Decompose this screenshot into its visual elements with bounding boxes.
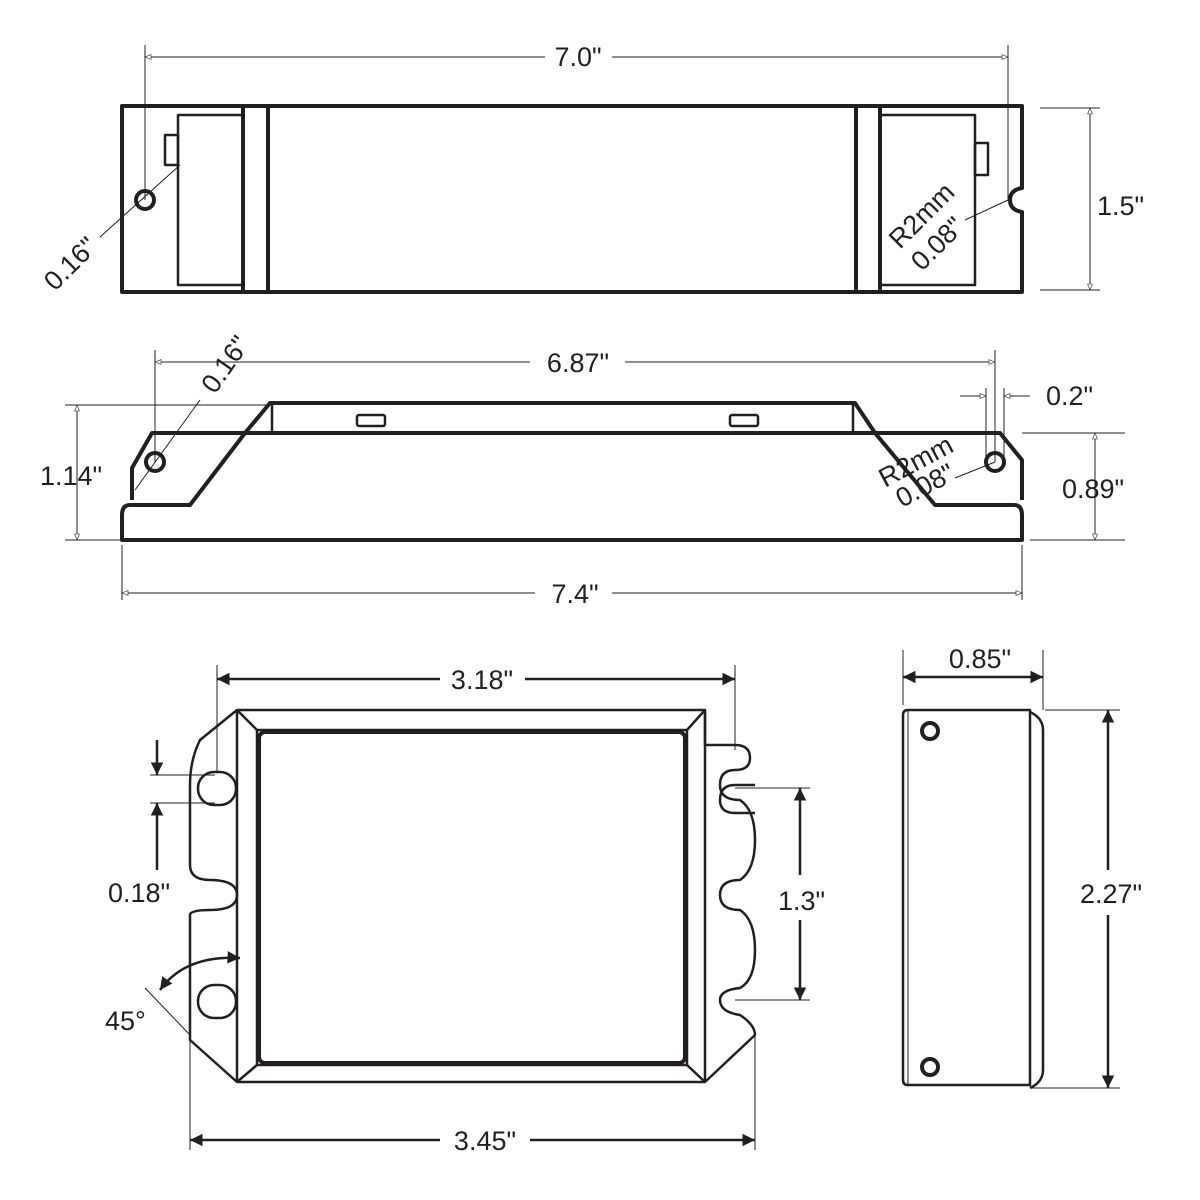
slot-width-label: 0.18" [108, 878, 170, 908]
front-view-cover [243, 401, 877, 435]
edge-offset-label: 0.2" [1046, 381, 1093, 411]
base-height-label: 0.89" [1062, 474, 1124, 504]
top-view-outline [120, 104, 1024, 294]
height-label: 2.27" [1080, 879, 1142, 909]
hole-span-label: 6.87" [547, 348, 609, 378]
height-label: 1.5" [1097, 191, 1144, 221]
angle-label: 45° [105, 1006, 146, 1036]
depth-label: 0.85" [949, 644, 1011, 674]
overall-height-label: 1.14" [40, 461, 102, 491]
overall-width-label: 7.4" [551, 579, 598, 609]
top-view: 7.0" 1.5" 0.16" R2mm 0.08" [38, 42, 1144, 296]
outer-width-label: 3.45" [454, 1126, 516, 1156]
inner-width-label: 3.18" [451, 665, 513, 695]
bottom-view: 3.18" 0.18" 1.3" 45° 3.45" [105, 665, 825, 1156]
hole-diameter-label: 0.16" [38, 231, 103, 296]
right-terminal-block [878, 113, 977, 287]
slot-spacing-label: 1.3" [778, 886, 825, 916]
bottom-view-outline [188, 708, 757, 1084]
side-view-outline [901, 708, 1045, 1090]
front-view: 6.87" 0.16" 1.14" 0.89" 0.2" R2mm 0.08" … [40, 330, 1125, 609]
hole-diameter-label: 0.16" [195, 330, 255, 398]
front-view-body [120, 431, 1024, 542]
width-label: 7.0" [554, 42, 601, 72]
side-view: 0.85" 2.27" [901, 644, 1142, 1090]
left-terminal-block [176, 113, 245, 287]
